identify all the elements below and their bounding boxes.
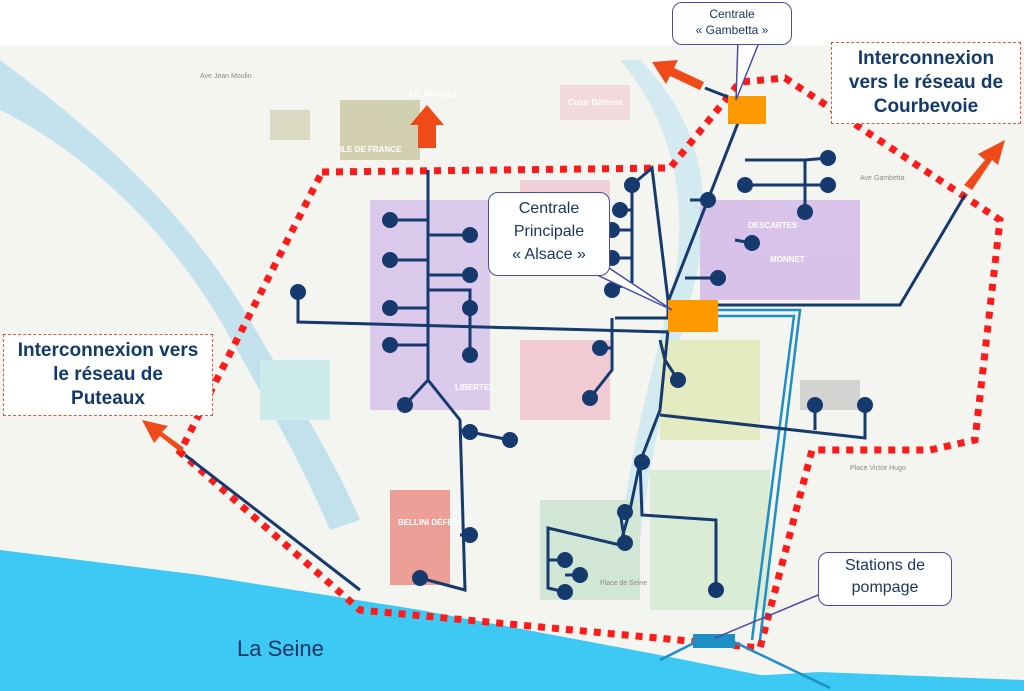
callout-centrale-gambetta: Centrale « Gambetta »	[672, 2, 792, 45]
callout-text: Stations de	[844, 557, 926, 574]
interconnection-text: Courbevoie	[873, 96, 979, 117]
seine-river	[0, 550, 840, 691]
label-descartes: DESCARTES	[748, 221, 798, 230]
seine-label: La Seine	[237, 636, 324, 661]
network-perimeter	[175, 74, 1004, 652]
callout-text: Centrale	[518, 200, 580, 217]
interconnection-text: vers le réseau de	[848, 72, 1004, 93]
label-bellini: BELLINI DÉFENSE	[398, 518, 470, 527]
seine-river-right	[590, 672, 1024, 691]
arrow-puteaux-icon	[142, 420, 184, 452]
callout-text: Centrale	[709, 7, 755, 21]
label-coeur-defense: Cœur Défense	[568, 98, 623, 107]
label-libertel: LIBERTEL	[455, 383, 494, 392]
label-place-de-seine: Place de Seine	[600, 580, 647, 587]
label-monnet: MONNET	[770, 255, 805, 264]
interconnection-text: Interconnexion vers	[17, 340, 199, 361]
arrow-gambetta-icon	[652, 60, 704, 90]
arrow-courbevoie-icon	[964, 140, 1005, 190]
interconnection-text: le réseau de	[53, 364, 163, 385]
pumping-station	[693, 634, 735, 648]
pumping-pipes	[659, 308, 831, 690]
label-ave-gambetta: Ave Gambetta	[860, 175, 905, 182]
interconnection-text: Puteaux	[71, 388, 145, 409]
interconnection-courbevoie: Interconnexion vers le réseau de Courbev…	[831, 42, 1021, 124]
centrale-alsace	[668, 300, 718, 332]
callout-centrale-alsace: Centrale Principale « Alsace »	[488, 192, 610, 276]
callout-text: « Gambetta »	[695, 23, 769, 37]
callout-stations-pompage: Stations de pompage	[818, 552, 952, 606]
label-atlantique: ATLANTIQUE	[408, 90, 460, 99]
callout-text: « Alsace »	[512, 246, 586, 263]
arrow-north-icon	[410, 105, 444, 148]
callout-text: Principale	[513, 223, 585, 240]
label-ave-jean-moulin: Ave Jean Moulin	[200, 73, 252, 80]
interconnection-puteaux: Interconnexion vers le réseau de Puteaux	[3, 334, 213, 416]
label-place-victor-hugo: Place Victor Hugo	[850, 465, 906, 472]
centrale-gambetta	[728, 96, 766, 124]
label-ile-de-france: ILE DE FRANCE	[340, 145, 402, 154]
callout-text: pompage	[851, 579, 919, 596]
interconnection-arrows	[142, 60, 1005, 452]
interconnection-text: Interconnexion	[857, 48, 995, 69]
